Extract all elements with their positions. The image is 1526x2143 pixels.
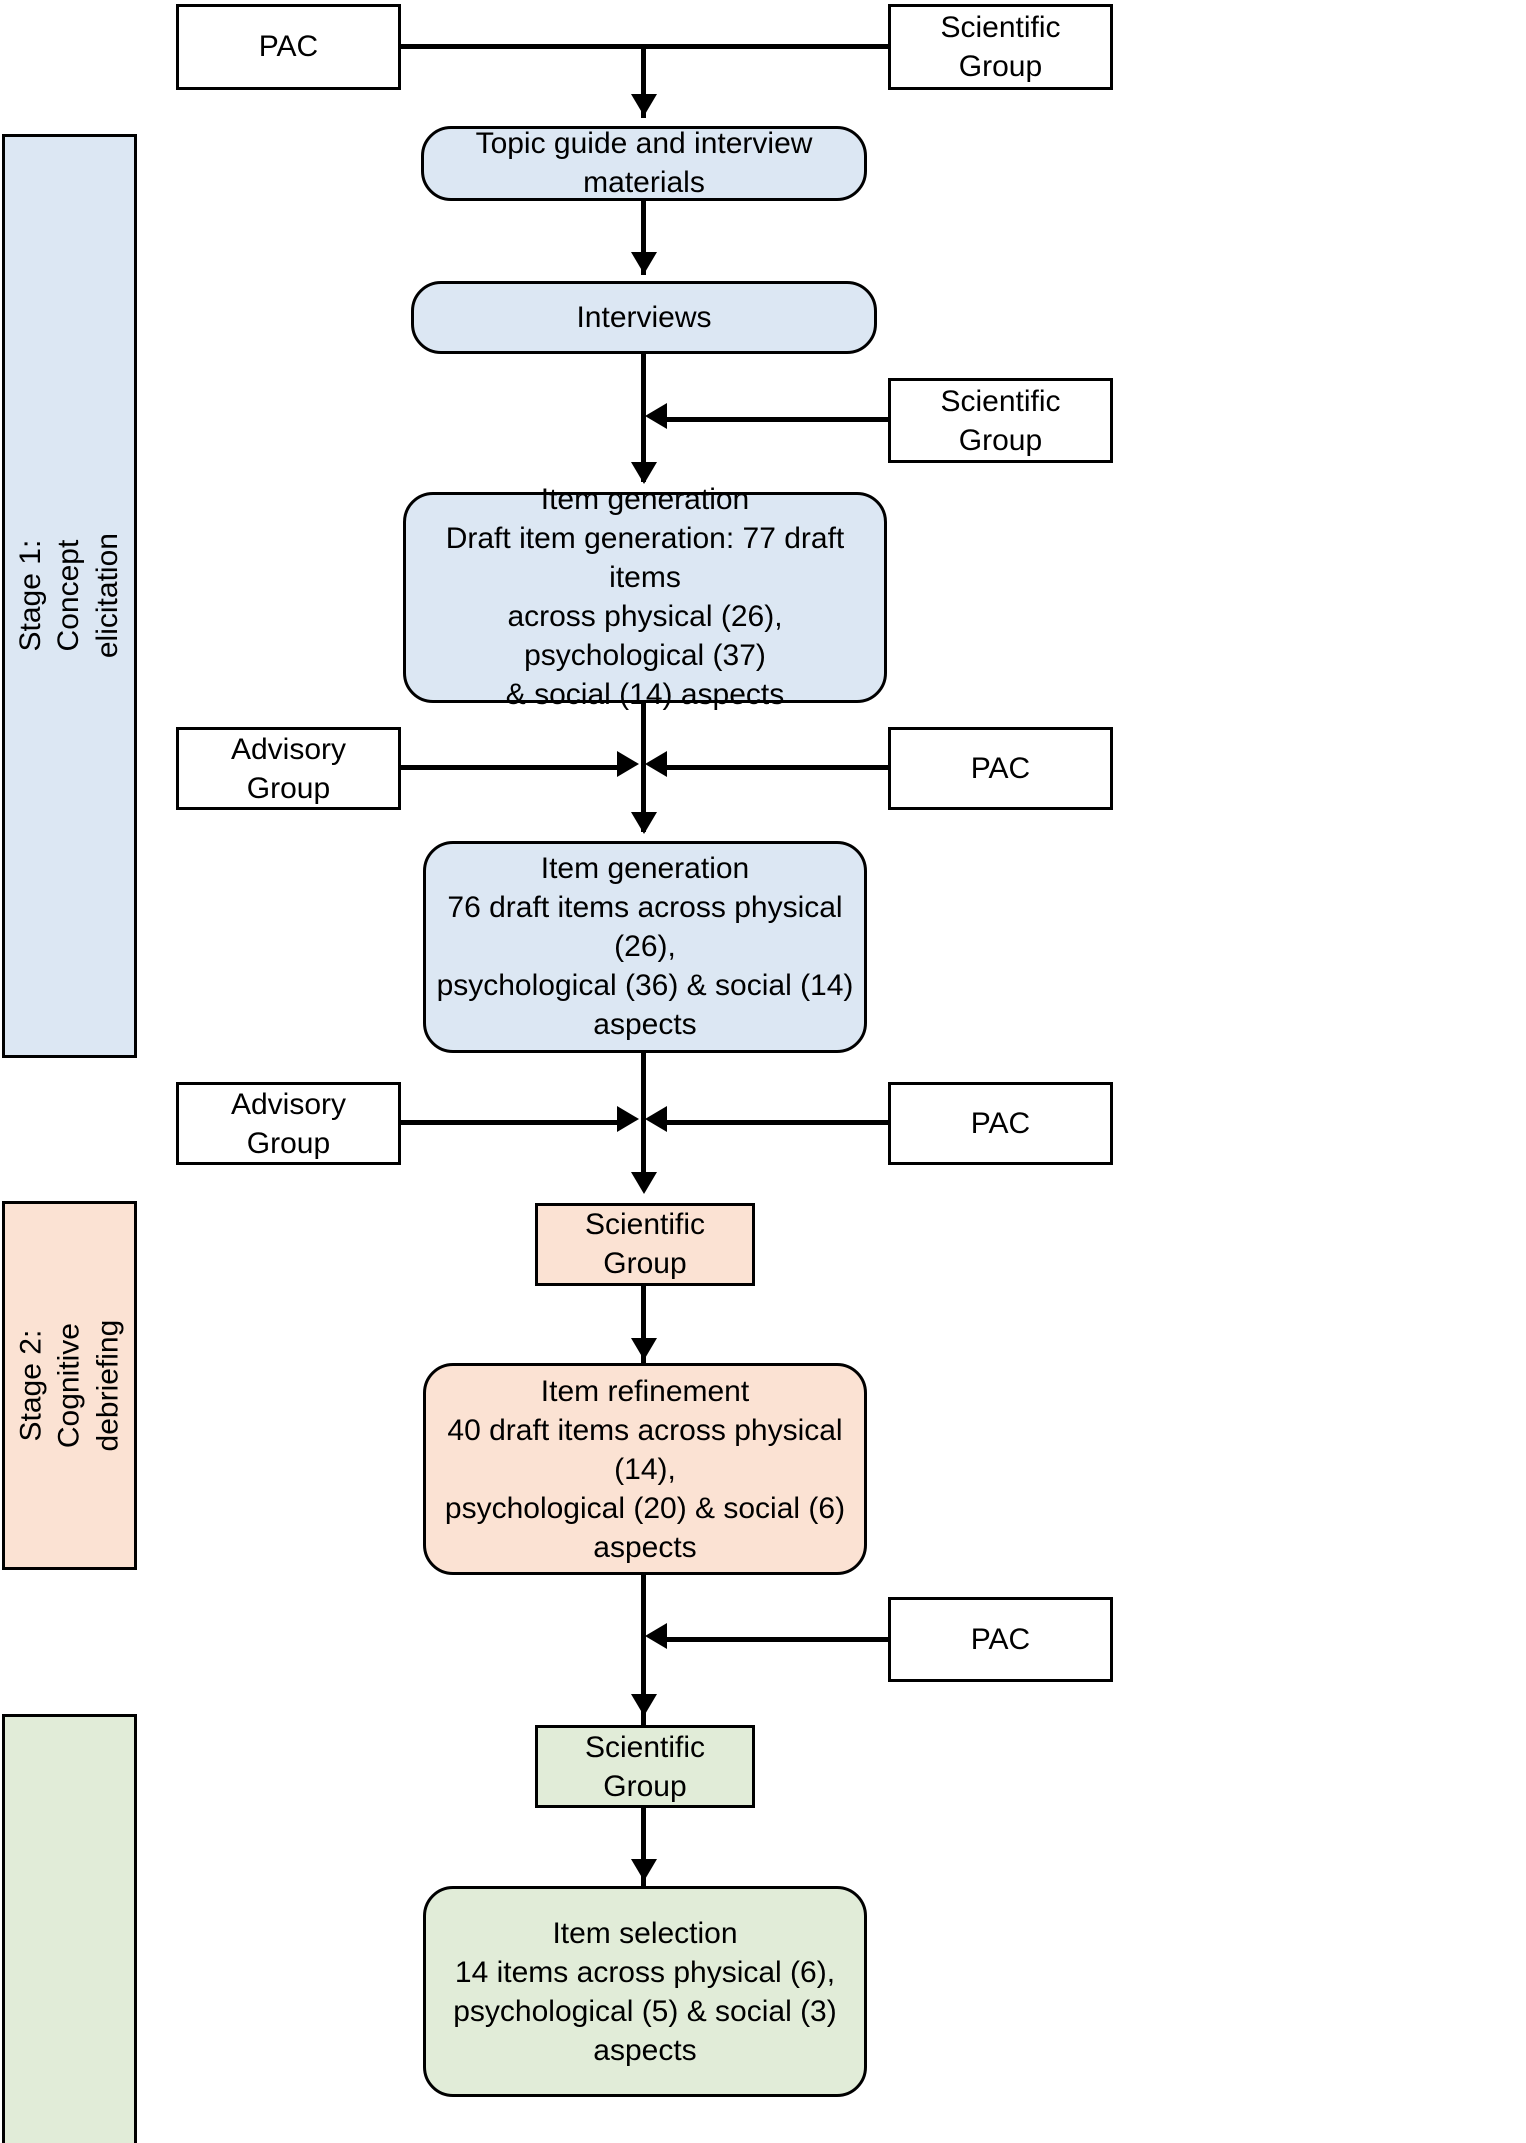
node-item-refinement[interactable]: Item refinement 40 draft items across ph…	[423, 1363, 867, 1576]
node-scientific-group-stage3-label: Scientific Group	[584, 1730, 706, 1803]
connector-advisory1-to-axis	[399, 764, 621, 770]
connector-pac3-to-axis	[663, 1636, 890, 1642]
stage-band-2: Stage 2: Cognitive debriefing	[2, 1201, 137, 1570]
connector-advisory2-to-axis	[399, 1119, 621, 1125]
connector-top-drop	[641, 44, 646, 118]
connector-topicguide-to-interviews	[641, 200, 646, 275]
arrowhead-to-scigroup-stage2	[631, 1171, 657, 1194]
arrowhead-advisory1	[617, 751, 639, 778]
node-scientific-group-stage3[interactable]: Scientific Group	[535, 1725, 755, 1809]
arrowhead-to-item-refinement	[631, 1338, 657, 1361]
node-pac-stage3[interactable]: PAC	[888, 1596, 1113, 1683]
node-advisory-group-2[interactable]: Advisory Group	[176, 1082, 401, 1166]
node-advisory-group-1-label: Advisory Group	[230, 732, 347, 805]
arrowhead-pac2	[645, 1106, 667, 1133]
arrowhead-to-itemgen2	[631, 811, 657, 834]
arrowhead-pac3	[645, 1623, 667, 1650]
node-pac-top-label: PAC	[258, 30, 319, 64]
node-advisory-group-1[interactable]: Advisory Group	[176, 727, 401, 811]
arrowhead-to-itemgen1	[631, 462, 657, 485]
stage-band-1-label: Stage 1: Concept elicitation	[13, 533, 124, 659]
node-pac-mid-2-label: PAC	[970, 1107, 1031, 1141]
connector-interviews-to-itemgen1	[641, 353, 646, 483]
node-item-refinement-label: Item refinement 40 draft items across ph…	[444, 1374, 846, 1564]
arrowhead-advisory2	[617, 1106, 639, 1133]
connector-scigroup-to-itemgen1	[663, 416, 890, 422]
node-item-generation-1[interactable]: Item generation Draft item generation: 7…	[403, 483, 887, 711]
connector-itemgen1-to-itemgen2	[641, 703, 646, 832]
node-advisory-group-2-label: Advisory Group	[230, 1087, 347, 1160]
node-scientific-group-top-label: Scientific Group	[940, 10, 1061, 83]
node-topic-guide-label: Topic guide and interview materials	[475, 127, 813, 200]
node-item-generation-2-label: Item generation 76 draft items across ph…	[436, 852, 854, 1042]
node-pac-mid-2[interactable]: PAC	[888, 1082, 1113, 1166]
node-pac-mid-1-label: PAC	[970, 752, 1031, 786]
node-item-generation-2[interactable]: Item generation 76 draft items across ph…	[423, 841, 867, 1053]
arrowhead-to-scigroup-stage3	[631, 1694, 657, 1717]
connector-pac2-to-axis	[663, 1119, 890, 1125]
arrowhead-to-interviews	[631, 251, 657, 274]
node-pac-top[interactable]: PAC	[176, 4, 401, 90]
node-scientific-group-interviews-label: Scientific Group	[940, 384, 1061, 457]
node-scientific-group-interviews[interactable]: Scientific Group	[888, 377, 1113, 464]
arrowhead-scigroup-to-itemgen1	[645, 403, 667, 430]
stage-band-2-label: Stage 2: Cognitive debriefing	[13, 1319, 124, 1452]
node-interviews[interactable]: Interviews	[411, 281, 877, 354]
connector-scigroup3-to-selection	[641, 1808, 646, 1886]
node-topic-guide[interactable]: Topic guide and interview materials	[421, 125, 867, 201]
stage-band-1: Stage 1: Concept elicitation	[2, 133, 137, 1059]
node-interviews-label: Interviews	[576, 300, 712, 334]
connector-scigroup2-to-refinement	[641, 1285, 646, 1364]
node-pac-mid-1[interactable]: PAC	[888, 727, 1113, 811]
node-pac-stage3-label: PAC	[970, 1622, 1031, 1656]
connector-refinement-to-scigroup3	[641, 1575, 646, 1726]
node-item-selection[interactable]: Item selection 14 items across physical …	[423, 1885, 867, 2098]
arrowhead-pac1	[645, 751, 667, 778]
node-scientific-group-stage2-label: Scientific Group	[584, 1208, 706, 1281]
arrowhead-to-item-selection	[631, 1859, 657, 1882]
stage-band-3: Stage 3: Quantitative survey and finalis…	[2, 1714, 137, 2143]
node-scientific-group-top[interactable]: Scientific Group	[888, 4, 1113, 90]
node-item-generation-1-label: Item generation Draft item generation: 7…	[445, 483, 845, 712]
node-scientific-group-stage2[interactable]: Scientific Group	[535, 1202, 755, 1286]
connector-pac1-to-axis	[663, 764, 890, 770]
node-item-selection-label: Item selection 14 items across physical …	[453, 1916, 837, 2067]
connector-itemgen2-to-scigroup2	[641, 1052, 646, 1182]
arrowhead-to-topic-guide	[631, 93, 657, 116]
